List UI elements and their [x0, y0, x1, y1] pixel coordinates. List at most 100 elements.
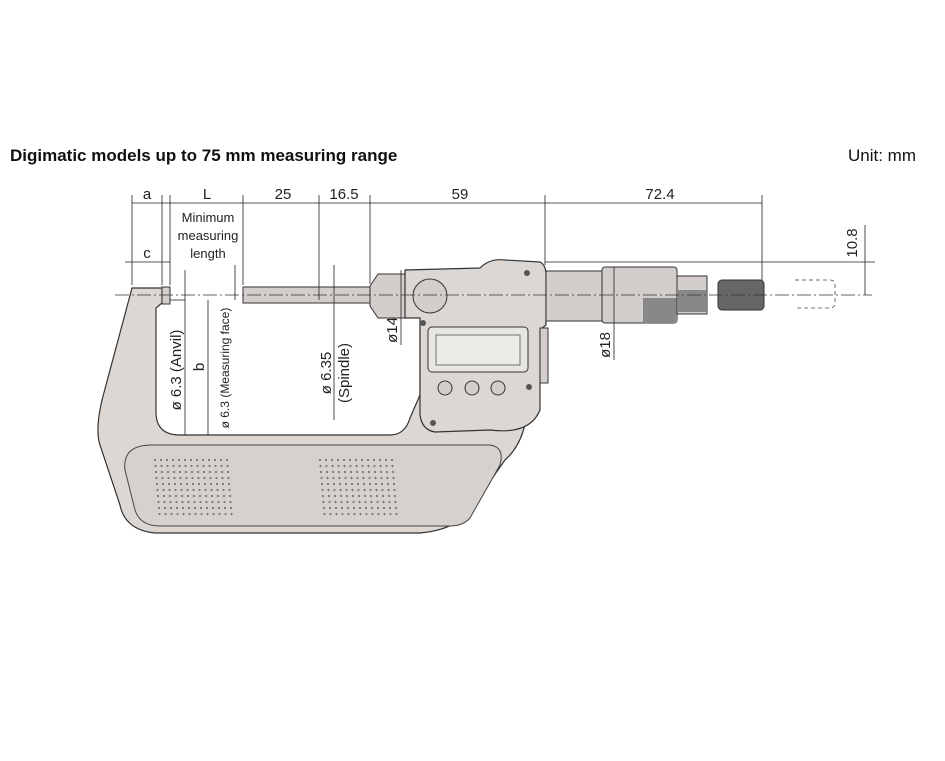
pad-dot	[329, 512, 332, 516]
pad-dot	[164, 512, 167, 516]
pad-dot	[337, 464, 340, 468]
pad-dot	[362, 476, 365, 480]
shaft-knurl	[678, 290, 706, 312]
pad-dot	[386, 476, 389, 480]
pad-dot	[205, 500, 208, 504]
pad-dot	[338, 476, 341, 480]
dim-b: b	[191, 363, 208, 371]
screw-icon	[526, 384, 532, 390]
pad-dot	[188, 512, 191, 516]
pad-dot	[166, 470, 170, 474]
pad-dot	[175, 500, 178, 504]
pad-dot	[191, 482, 195, 486]
pad-dot	[335, 512, 338, 516]
pad-dot	[225, 458, 229, 462]
unit-label: Unit: mm	[848, 146, 916, 165]
pad-dot	[187, 506, 191, 510]
pad-dot	[158, 512, 161, 516]
pad-dot	[182, 512, 185, 516]
pad-dot	[198, 494, 202, 498]
pad-dot	[223, 500, 226, 504]
pad-dot	[352, 506, 356, 510]
pad-dot	[214, 464, 217, 468]
pad-dot	[229, 506, 233, 510]
pad-dot	[193, 500, 196, 504]
pad-dot	[324, 458, 328, 462]
pad-dot	[210, 488, 213, 492]
pad-dot	[216, 494, 220, 498]
pad-dot	[209, 476, 212, 480]
pad-dot	[343, 470, 347, 474]
pad-dot	[226, 464, 229, 468]
pad-dot	[185, 476, 188, 480]
pad-dot	[360, 458, 364, 462]
pad-dot	[153, 458, 157, 462]
pad-dot	[319, 464, 322, 468]
pad-dot	[178, 470, 182, 474]
pad-dot	[200, 512, 203, 516]
pad-dot	[395, 512, 398, 516]
dim-L: L	[203, 186, 211, 203]
pad-dot	[361, 470, 365, 474]
pad-dot	[334, 506, 338, 510]
pad-dot	[381, 494, 385, 498]
pad-dot	[156, 494, 160, 498]
pad-dot	[205, 506, 209, 510]
pad-dot	[190, 464, 193, 468]
screw-icon	[430, 420, 436, 426]
pad-dot	[192, 488, 195, 492]
pad-dot	[354, 458, 358, 462]
pad-dot	[177, 458, 181, 462]
pad-dot	[350, 476, 353, 480]
pad-dot	[332, 476, 335, 480]
pad-dot	[212, 512, 215, 516]
pad-dot	[350, 482, 354, 486]
pad-dot	[198, 488, 201, 492]
pad-dot	[381, 488, 384, 492]
pad-dot	[228, 488, 231, 492]
pad-dot	[172, 470, 176, 474]
pad-dot	[189, 458, 193, 462]
pad-dot	[217, 506, 221, 510]
pad-dot	[228, 494, 232, 498]
pad-dot	[386, 482, 390, 486]
pad-dot	[319, 470, 323, 474]
pad-dot	[155, 482, 159, 486]
pad-dot	[364, 500, 367, 504]
pad-dot	[199, 506, 203, 510]
pad-dot	[168, 488, 171, 492]
pad-dot	[180, 488, 183, 492]
pad-dot	[173, 476, 176, 480]
pad-dot	[211, 506, 215, 510]
pad-dot	[163, 506, 167, 510]
pad-dot	[321, 488, 324, 492]
pad-dot	[203, 476, 206, 480]
pad-dot	[369, 488, 372, 492]
dim-14: ø14	[384, 317, 401, 343]
extension-lines	[125, 195, 875, 435]
pad-dot	[202, 464, 205, 468]
pad-dot	[328, 506, 332, 510]
pad-dot	[376, 500, 379, 504]
pad-dot	[211, 500, 214, 504]
pad-dot	[323, 512, 326, 516]
pad-dot	[327, 494, 331, 498]
pad-dot	[389, 512, 392, 516]
pad-dot	[215, 482, 219, 486]
pad-dot	[162, 488, 165, 492]
pad-dot	[370, 500, 373, 504]
pad-dot	[344, 482, 348, 486]
pad-dot	[183, 458, 187, 462]
pad-dot	[218, 512, 221, 516]
pad-dot	[167, 482, 171, 486]
pad-dot	[326, 482, 330, 486]
pad-dot	[174, 494, 178, 498]
pad-dot	[216, 488, 219, 492]
pad-dot	[230, 512, 233, 516]
pad-dot	[382, 506, 386, 510]
pad-dot	[333, 494, 337, 498]
pad-dot	[180, 494, 184, 498]
pad-dot	[388, 500, 391, 504]
pad-dot	[179, 476, 182, 480]
